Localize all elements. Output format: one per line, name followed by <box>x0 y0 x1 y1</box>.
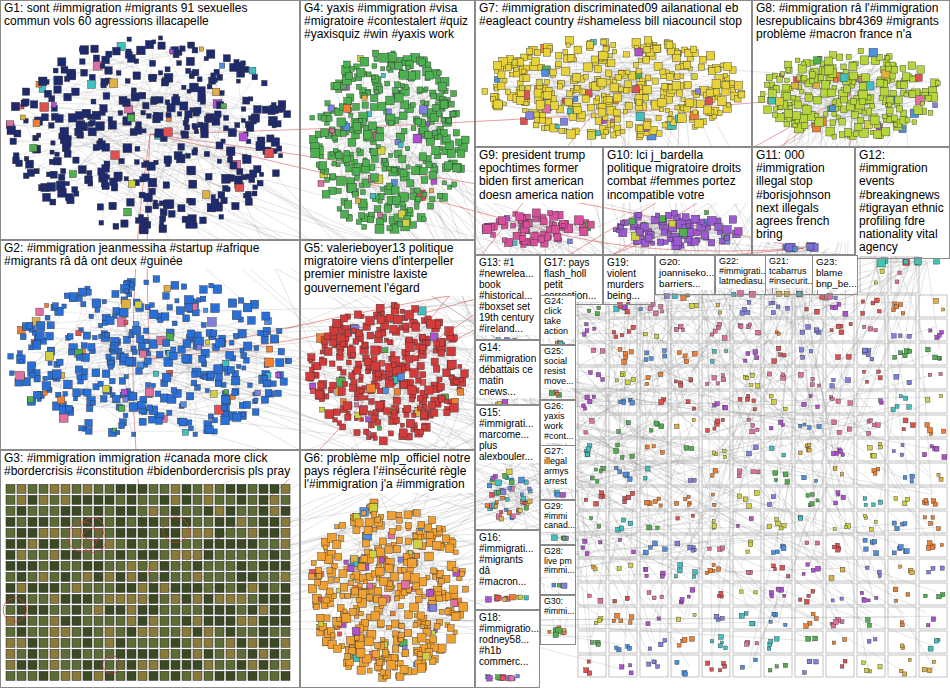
network-canvas: G1: sont #immigration #migrants 91 sexue… <box>0 0 950 688</box>
